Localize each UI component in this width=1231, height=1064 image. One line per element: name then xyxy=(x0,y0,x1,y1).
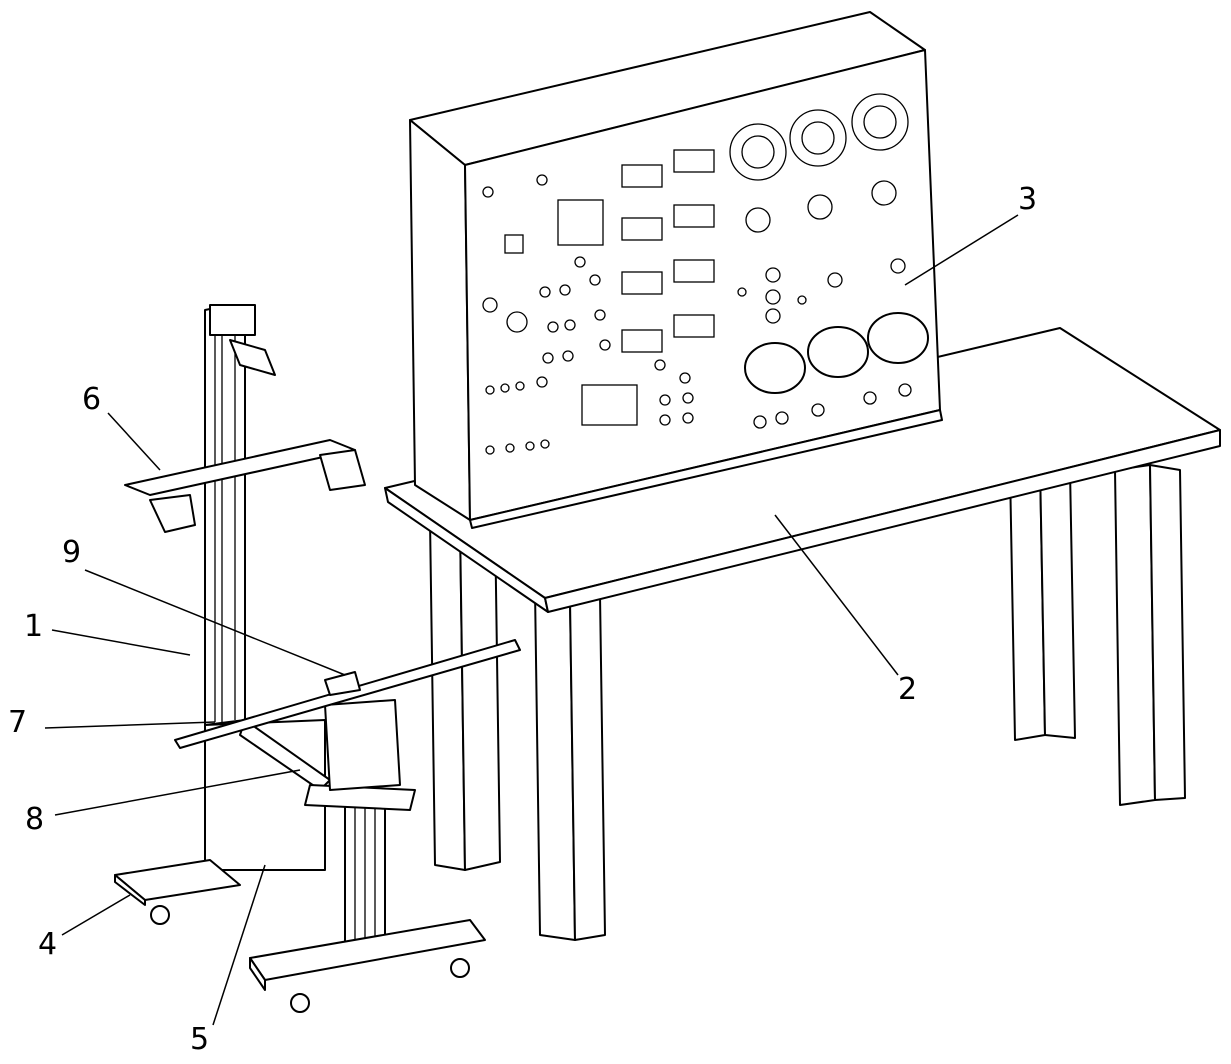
label-5: 5 xyxy=(190,1025,209,1055)
label-4: 4 xyxy=(38,930,57,960)
label-6: 6 xyxy=(82,385,101,415)
label-2: 2 xyxy=(898,675,917,705)
label-3: 3 xyxy=(1018,185,1037,215)
label-1: 1 xyxy=(24,612,43,642)
label-7: 7 xyxy=(8,708,27,738)
label-9: 9 xyxy=(62,538,81,568)
label-8: 8 xyxy=(25,805,44,835)
